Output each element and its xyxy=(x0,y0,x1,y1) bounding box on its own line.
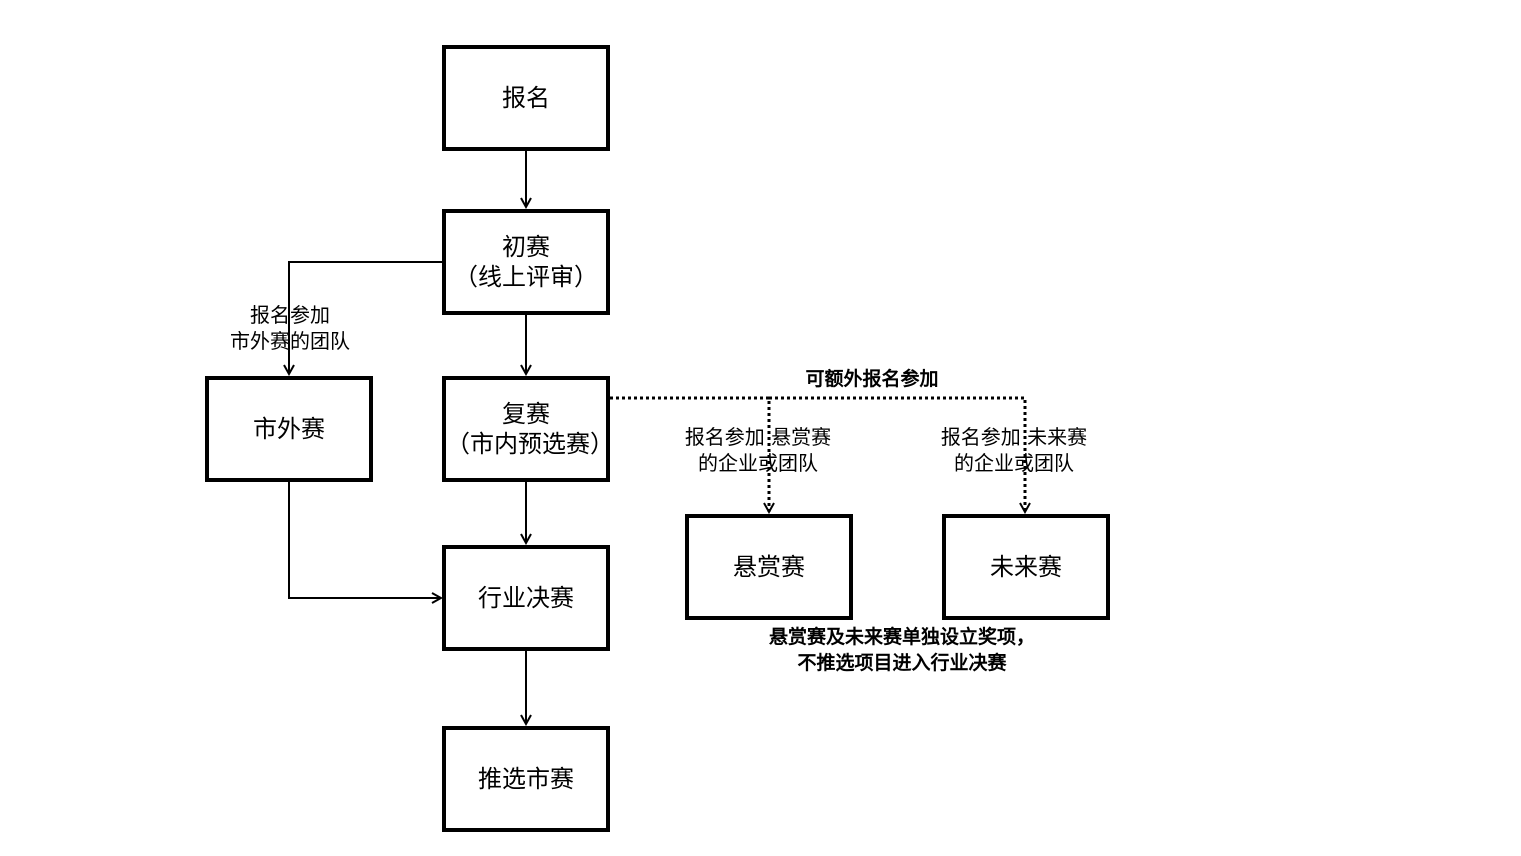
box-outside: 市外赛 xyxy=(205,376,373,482)
label-future-line2: 的企业或团队 xyxy=(954,451,1074,475)
box-future: 未来赛 xyxy=(942,514,1110,620)
box-outside-text: 市外赛 xyxy=(253,415,325,443)
arrow-preliminary-to-outside xyxy=(289,261,443,374)
box-preliminary: 初赛 （线上评审） xyxy=(442,209,610,315)
label-separate-awards-note: 悬赏赛及未来赛单独设立奖项， 不推选项目进入行业决赛 xyxy=(722,624,1082,676)
dotted-branch-to-future xyxy=(769,396,1025,512)
label-bounty-teams: 报名参加 悬赏赛 的企业或团队 xyxy=(668,424,848,476)
box-industry-final: 行业决赛 xyxy=(442,545,610,651)
box-semifinal: 复赛 （市内预选赛） xyxy=(442,376,614,482)
box-bounty: 悬赏赛 xyxy=(685,514,853,620)
box-industry-final-text: 行业决赛 xyxy=(478,584,574,612)
box-preliminary-line2: （线上评审） xyxy=(454,263,598,291)
label-future-teams: 报名参加 未来赛 的企业或团队 xyxy=(924,424,1104,476)
box-bounty-text: 悬赏赛 xyxy=(733,553,805,581)
label-extra-text: 可额外报名参加 xyxy=(805,368,939,390)
box-semifinal-line2: （市内预选赛） xyxy=(446,430,614,458)
label-extra-register: 可额外报名参加 xyxy=(772,366,972,392)
label-outside-line2: 市外赛的团队 xyxy=(230,329,350,353)
label-outside-line1: 报名参加 xyxy=(250,303,330,327)
arrow-outside-to-final xyxy=(288,481,441,598)
label-note-line1: 悬赏赛及未来赛单独设立奖项， xyxy=(768,626,1035,648)
box-register-text: 报名 xyxy=(502,84,550,112)
box-future-text: 未来赛 xyxy=(990,553,1062,581)
label-outside-teams: 报名参加 市外赛的团队 xyxy=(210,302,370,354)
label-bounty-line2: 的企业或团队 xyxy=(698,451,818,475)
label-note-line2: 不推选项目进入行业决赛 xyxy=(797,652,1007,674)
label-future-line1: 报名参加 未来赛 xyxy=(940,425,1088,449)
box-recommend-text: 推选市赛 xyxy=(478,765,574,793)
box-register: 报名 xyxy=(442,45,610,151)
box-semifinal-line1: 复赛 xyxy=(502,400,550,428)
box-recommend: 推选市赛 xyxy=(442,726,610,832)
label-bounty-line1: 报名参加 悬赏赛 xyxy=(684,425,832,449)
box-preliminary-line1: 初赛 xyxy=(502,233,550,261)
